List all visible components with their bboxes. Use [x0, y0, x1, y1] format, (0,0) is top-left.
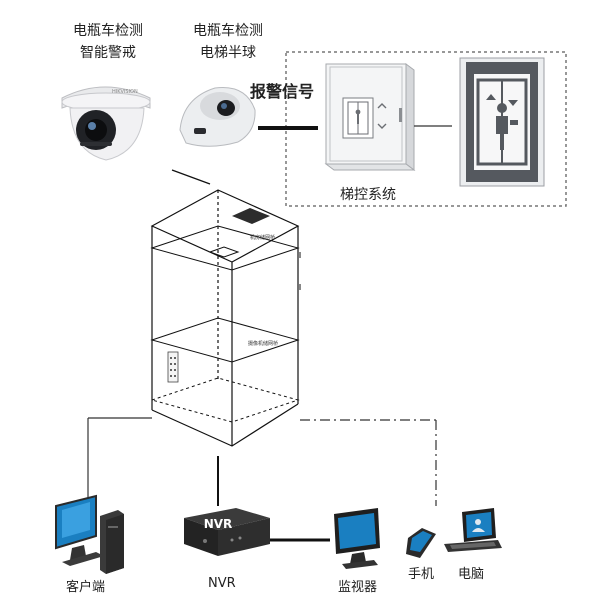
svg-text:HIKVISION: HIKVISION — [112, 89, 138, 95]
client-label: 客户端 — [66, 580, 106, 595]
dome-camera-right — [179, 86, 256, 147]
elevator-panel — [459, 57, 545, 187]
phone-icon — [406, 528, 436, 558]
phone-label: 手机 — [408, 567, 435, 582]
nvr-box-label: NVR — [204, 517, 233, 531]
monitor-label: 监视器 — [338, 580, 378, 595]
client-pc-icon — [55, 494, 124, 574]
pc-label: 电脑 — [458, 567, 485, 582]
elevator-shaft — [150, 189, 301, 447]
monitor-icon — [334, 508, 380, 569]
camera-bridge-label: 摄像机储网桥 — [248, 341, 279, 347]
nvr-label: NVR — [208, 576, 236, 591]
camera-right-subtitle: 电梯半球 — [200, 45, 256, 61]
dome-camera-left: HIKVISION — [61, 86, 151, 161]
car-control-panel — [167, 351, 179, 383]
laptop-icon — [444, 508, 502, 552]
camera-left-subtitle: 智能警戒 — [80, 45, 136, 61]
roof-equipment — [232, 208, 270, 224]
control-system-frame — [285, 51, 567, 207]
elevator-control-label: 梯控系统 — [340, 187, 396, 203]
alarm-signal-label: 报警信号 — [250, 82, 315, 101]
nvr-icon — [184, 508, 270, 556]
camera-right-label: 电瓶车检测 电梯半球 — [178, 20, 278, 64]
machine-room-bridge-label: 机房储网桥 — [250, 235, 276, 241]
camera-left-title: 电瓶车检测 — [73, 23, 143, 39]
control-cabinet — [324, 63, 416, 171]
camera-right-title: 电瓶车检测 — [193, 23, 263, 39]
camera-left-label: 电瓶车检测 智能警戒 — [58, 20, 158, 64]
